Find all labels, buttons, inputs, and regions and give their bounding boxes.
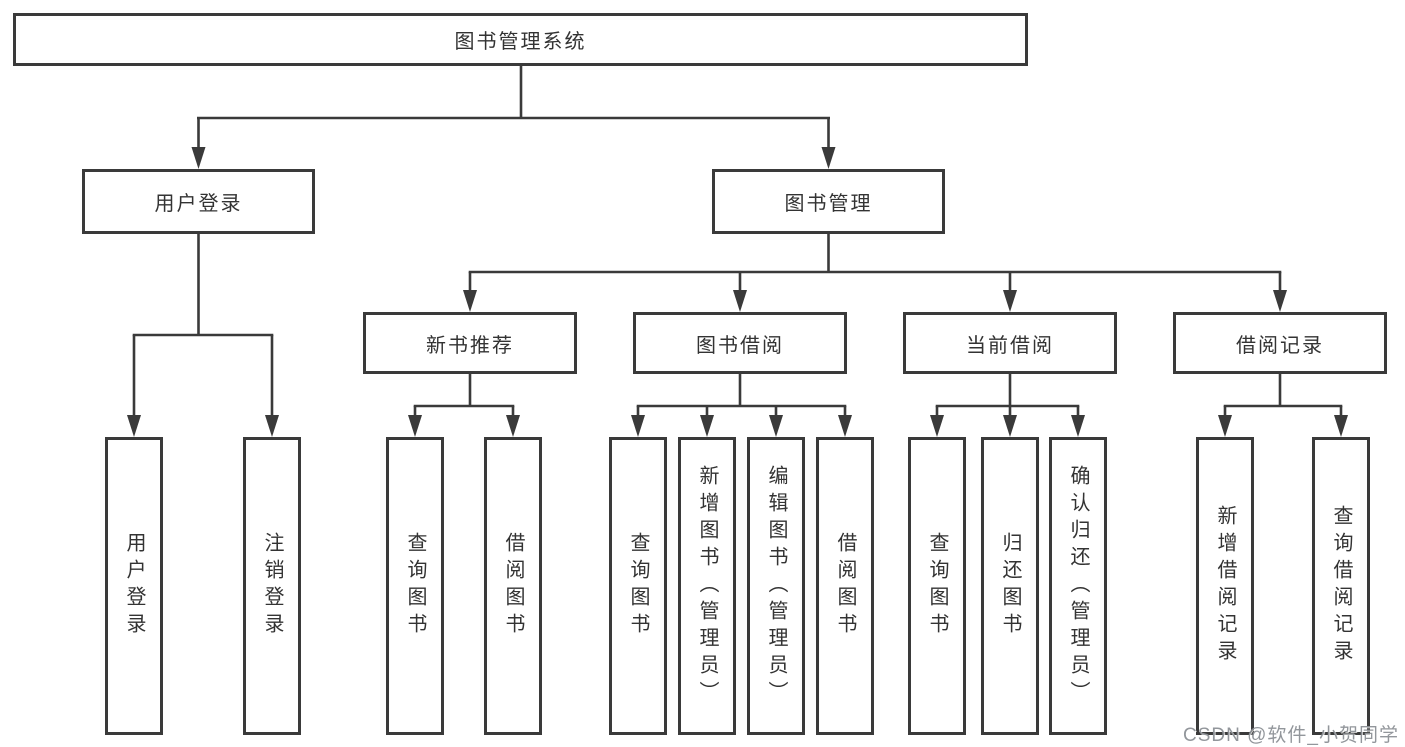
- node-label: 用户登录: [123, 532, 145, 640]
- leaf-confirm-return-admin: 确认归还（管理员）: [1049, 437, 1107, 735]
- node-library-management-system: 图书管理系统: [13, 13, 1028, 66]
- leaf-edit-books-admin: 编辑图书（管理员）: [747, 437, 805, 735]
- connector-management-to-level3: [463, 234, 1287, 312]
- node-label: 新书推荐: [426, 334, 514, 357]
- connector-login-to-leaves: [127, 234, 279, 437]
- connector-borrowing-to-leaves: [631, 374, 852, 437]
- leaf-query-books-recommend: 查询图书: [386, 437, 444, 735]
- node-label: 新增借阅记录: [1214, 505, 1236, 667]
- connector-recommend-to-leaves: [408, 374, 520, 437]
- node-current-borrowing: 当前借阅: [903, 312, 1117, 374]
- leaf-borrow-books: 借阅图书: [816, 437, 874, 735]
- node-label: 确认归还（管理员）: [1067, 464, 1089, 708]
- node-label: 当前借阅: [966, 334, 1054, 357]
- node-label: 查询借阅记录: [1330, 505, 1352, 667]
- node-book-borrowing: 图书借阅: [633, 312, 847, 374]
- connector-records-to-leaves: [1218, 374, 1348, 437]
- node-label: 用户登录: [154, 193, 243, 215]
- node-label: 查询图书: [404, 532, 426, 640]
- node-label: 新增图书（管理员）: [696, 464, 718, 708]
- leaf-query-borrow-record: 查询借阅记录: [1312, 437, 1370, 735]
- leaf-query-books-borrowing: 查询图书: [609, 437, 667, 735]
- node-label: 借阅图书: [834, 532, 856, 640]
- node-label: 归还图书: [999, 532, 1021, 640]
- connector-current-to-leaves: [930, 374, 1085, 437]
- leaf-query-books-current: 查询图书: [908, 437, 966, 735]
- csdn-watermark: CSDN @软件_小贺同学: [1183, 725, 1399, 746]
- leaf-logout: 注销登录: [243, 437, 301, 735]
- node-label: 查询图书: [926, 532, 948, 640]
- node-label: 借阅记录: [1236, 334, 1324, 357]
- leaf-borrow-books-recommend: 借阅图书: [484, 437, 542, 735]
- node-label: 编辑图书（管理员）: [765, 464, 787, 708]
- node-book-management-branch: 图书管理: [712, 169, 945, 234]
- node-label: 图书管理系统: [454, 31, 587, 53]
- node-label: 图书借阅: [696, 334, 784, 357]
- node-label: 注销登录: [261, 532, 283, 640]
- leaf-user-login: 用户登录: [105, 437, 163, 735]
- node-label: 图书管理: [784, 193, 873, 215]
- node-label: 借阅图书: [502, 532, 524, 640]
- node-new-book-recommend: 新书推荐: [363, 312, 577, 374]
- node-borrowing-records: 借阅记录: [1173, 312, 1387, 374]
- connector-root-to-level2: [191, 66, 836, 169]
- leaf-add-borrow-record: 新增借阅记录: [1196, 437, 1254, 735]
- node-user-login-branch: 用户登录: [82, 169, 315, 234]
- leaf-return-books: 归还图书: [981, 437, 1039, 735]
- leaf-add-books-admin: 新增图书（管理员）: [678, 437, 736, 735]
- node-label: 查询图书: [627, 532, 649, 640]
